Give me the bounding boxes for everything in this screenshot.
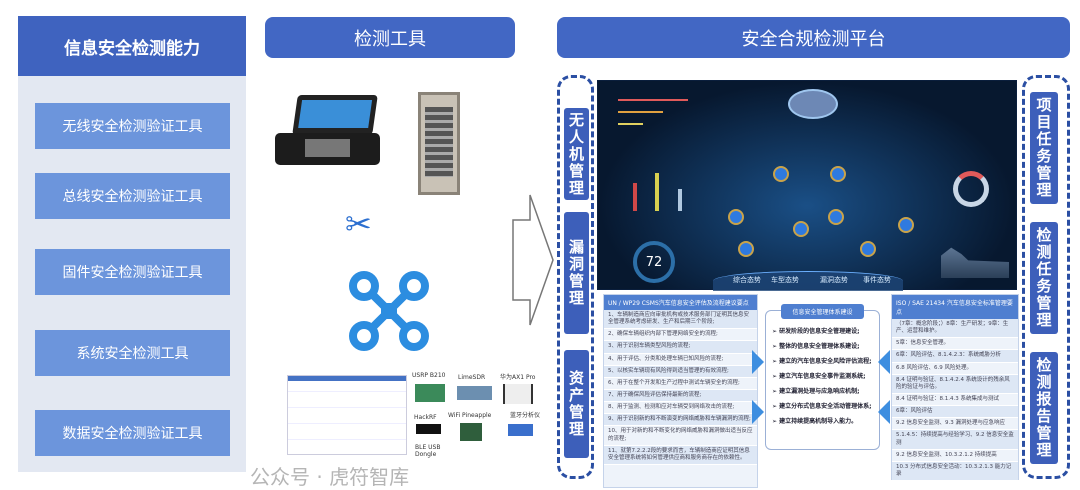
management-item: ➢ 建立的汽车信息安全风险评估流程; (772, 358, 872, 365)
drone-icon (349, 271, 429, 351)
device-label: BLE USB Dongle (415, 444, 441, 458)
left-module-frame (557, 75, 594, 479)
module-test-report[interactable]: 检测报告管理 (1030, 352, 1058, 464)
panel-row: 6章：风险评估 (892, 406, 1018, 419)
module-asset-management[interactable]: 资产管理 (564, 350, 589, 458)
management-item: ➢ 整体的信息安全管理体系建设; (772, 343, 860, 350)
capability-item: 数据安全检测验证工具 (35, 410, 230, 456)
management-item: ➢ 建立汽车信息安全事件监测系统; (772, 373, 866, 380)
panel-row: 11、就第7.2.2.2段的要求而言，车辆制造商应证明其信息安全管理系统将如何管… (604, 445, 757, 465)
arrow-right-icon (752, 350, 764, 424)
bar (633, 183, 637, 211)
area-chart (941, 247, 1009, 278)
test-case-image (275, 95, 385, 170)
panel-row: 9.2 信息安全监测、10.3.2.1.2 持续提高 (892, 450, 1018, 462)
capability-item: 无线安全检测验证工具 (35, 103, 230, 149)
capability-item: 总线安全检测验证工具 (35, 173, 230, 219)
panel-row: 5、以核实车辆现有风险得到适当管理的有效流程; (604, 365, 757, 378)
panel-row: 9.2 信息安全监测、9.3 漏洞处理与应急响应 (892, 418, 1018, 431)
un-wp29-panel: UN / WP29 CSMS汽车信息安全评估及流程建议要点 1、车辆制造商应向审… (603, 294, 758, 488)
panel-title: UN / WP29 CSMS汽车信息安全评估及流程建议要点 (604, 295, 757, 310)
panel-row: 10、用于对新的和不断变化的网络威胁和漏洞做出适当反应的流程; (604, 426, 757, 446)
device-label: LimeSDR (458, 374, 486, 381)
module-drone-management[interactable]: 无人机管理 (564, 108, 589, 200)
device-label: 华为AX1 Pro (500, 374, 536, 381)
panel-row: 8.4 证明与验证、8.1.4.2.4 系统设计的残余风险的验证与评估。 (892, 374, 1018, 394)
module-project-task[interactable]: 项目任务管理 (1030, 92, 1058, 204)
car-image (788, 89, 838, 119)
score-gauge: 72 (633, 241, 675, 283)
device-image (457, 386, 492, 400)
dashboard-screenshot: 72 综合态势 车型态势 漏洞态势 事件态势 (597, 80, 1017, 291)
bar (678, 189, 682, 211)
arrow-right-icon (512, 194, 554, 326)
panel-row: 10.3 分布式信息安全活动：10.3.2.1.3 能力记录 (892, 461, 1018, 482)
device-image (415, 384, 445, 402)
dashboard-tab[interactable]: 车型态势 (771, 276, 799, 284)
panel-row: 4、用于评估、分类和处理车辆已知风险的流程; (604, 354, 757, 366)
donut-chart (953, 171, 989, 207)
device-image (508, 424, 533, 436)
arrow-left-icon (878, 350, 890, 424)
iso-21434-panel: ISO / SAE 21434 汽车信息安全标准管理要点 （7章：概念阶段；）8… (891, 294, 1019, 482)
capability-item: 系统安全检测工具 (35, 330, 230, 376)
bar (655, 173, 659, 211)
panel-row: 5章：信息安全管理。 (892, 338, 1018, 351)
panel-row: 9、用于识别新的和不断演变的网络威胁和车辆漏洞的流程; (604, 414, 757, 427)
panel-row: 3、用于识别车辆类型风险的流程; (604, 341, 757, 354)
panel-row: 8.4 证明与验证：8.1.4.3 系统集成与测试 (892, 394, 1018, 407)
right-module-frame (1022, 75, 1070, 479)
panel-row: 5.1.4.5：持续提高与经验学习、9.2 信息安全监测 (892, 430, 1018, 450)
panel-title: ISO / SAE 21434 汽车信息安全标准管理要点 (892, 295, 1018, 319)
panel-row: （7章：概念阶段；）8章：生产研发；9章：生产、运营和维护。 (892, 319, 1018, 339)
dashboard-tab[interactable]: 综合态势 (733, 276, 761, 284)
panel-row: 8、用于监测、检测和应对车辆受到网络攻击的流程; (604, 402, 757, 415)
device-label: 蓝牙分析仪 (510, 412, 541, 419)
dashboard-tab[interactable]: 漏洞态势 (820, 276, 848, 284)
management-item: ➢ 建立分布式信息安全活动管理体系; (772, 403, 872, 410)
management-item: ➢ 研发阶段的信息安全管理建设; (772, 328, 860, 335)
capability-column (18, 16, 246, 472)
panel-row: 1、车辆制造商应向审批机构或技术服务部门证明其信息安全管理系统考虑研发、生产和后… (604, 310, 757, 330)
device-label: WiFi Pineapple (448, 412, 492, 419)
management-item: ➢ 建立漏洞处理与应急响应机制; (772, 388, 860, 395)
panel-row: 2、确保车辆组织内部下管理网络安全的流程; (604, 329, 757, 342)
panel-title: 信息安全管理体系建设 (781, 304, 864, 319)
capability-item: 固件安全检测验证工具 (35, 249, 230, 295)
device-image (503, 384, 533, 404)
management-panel: 信息安全管理体系建设 ➢ 研发阶段的信息安全管理建设; ➢ 整体的信息安全管理体系… (765, 304, 880, 450)
panel-row: 6章：风险评估、8.1.4.2.3：系统威胁分析 (892, 350, 1018, 363)
device-image (416, 424, 441, 434)
device-table (287, 375, 407, 455)
capability-title: 信息安全检测能力 (18, 16, 246, 76)
device-label: HackRF (414, 414, 437, 421)
tools-title: 检测工具 (265, 17, 515, 58)
device-label: USRP B210 (412, 372, 446, 379)
module-vulnerability-management[interactable]: 漏洞管理 (564, 212, 589, 334)
tools-icon: ✂ (345, 205, 372, 243)
panel-row: 6、用于在整个开发和生产过程中测试车辆安全的流程; (604, 378, 757, 390)
module-test-task[interactable]: 检测任务管理 (1030, 222, 1058, 334)
rack-image (418, 92, 460, 195)
panel-row: 6.8 风险评估、6.9 风险处理。 (892, 363, 1018, 375)
watermark: 公众号 · 虎符智库 (250, 465, 410, 489)
dashboard-tab[interactable]: 事件态势 (863, 276, 891, 284)
platform-title: 安全合规检测平台 (557, 17, 1070, 58)
panel-row: 7、用于确保风险评估保持最新的流程; (604, 389, 757, 403)
management-item: ➢ 建立持续提高机制导入能力。 (772, 418, 858, 425)
device-image (460, 423, 482, 441)
